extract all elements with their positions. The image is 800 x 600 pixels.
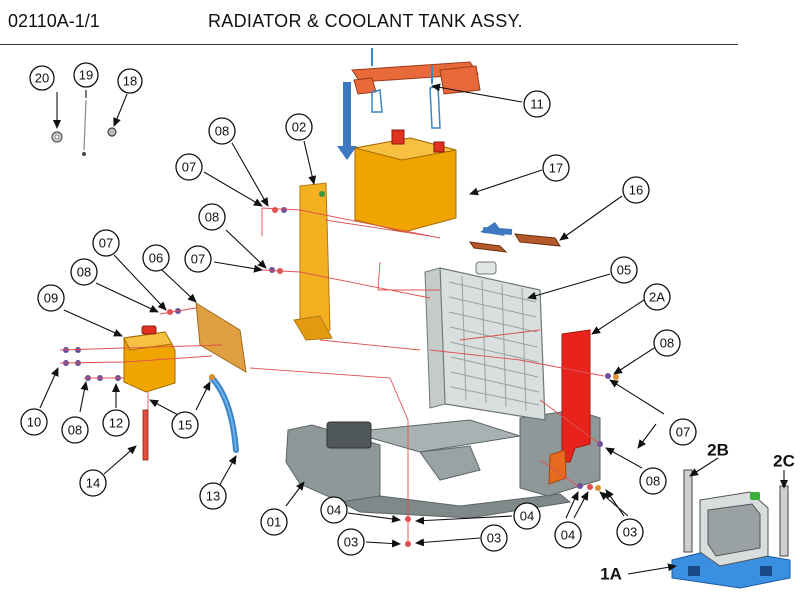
callout-08-a-label: 08 [215,124,229,139]
part-17-reservoir [354,129,457,233]
callout-08-f-label: 08 [646,474,660,489]
callout-06-label: 06 [149,251,163,266]
part-02-bracket [293,182,333,341]
part-19-pin [82,99,87,156]
callout-14-label: 14 [86,476,100,491]
label-1A: 1A [600,565,622,584]
callouts: 20 19 18 08 02 07 08 07 07 06 08 09 10 0… [20,62,697,556]
callout-11-label: 11 [530,97,544,112]
callout-17-label: 17 [549,161,563,176]
callout-03-a-label: 03 [344,535,358,550]
callout-01-label: 01 [267,515,281,530]
label-2C: 2C [773,452,795,471]
callout-07-c-label: 07 [99,236,113,251]
callout-04-c-label: 04 [561,528,575,543]
callout-02-label: 02 [292,120,306,135]
callout-08-a: 08 [208,117,236,145]
callout-13-label: 13 [206,489,220,504]
callout-04-b: 04 [513,502,541,530]
callout-06: 06 [142,244,170,272]
header: 02110A-1/1 RADIATOR & COOLANT TANK ASSY. [0,0,800,46]
callout-03-c: 03 [616,518,644,546]
callout-03-b-label: 03 [487,531,501,546]
callout-01: 01 [260,508,288,536]
part-2A-shroud-panel [548,329,591,485]
callout-18: 18 [117,68,143,94]
label-2B: 2B [707,441,729,460]
callout-20: 20 [29,65,55,91]
callout-02: 02 [285,113,313,141]
callout-03-b: 03 [480,524,508,552]
callout-2A: 2A [643,283,671,311]
part-16-strips [468,222,561,253]
callout-07-d: 07 [669,418,697,446]
part-06-panel [195,302,247,373]
callout-04-a: 04 [320,496,348,524]
callout-07-b: 07 [184,245,212,273]
callout-14: 14 [79,469,107,497]
header-rule [0,44,738,45]
callout-08-f: 08 [639,467,667,495]
sub-assembly-preview [671,469,791,589]
callout-08-c: 08 [70,258,98,286]
callout-13: 13 [199,482,227,510]
callout-16-label: 16 [629,183,643,198]
callout-08-d-label: 08 [68,423,82,438]
callout-07-d-label: 07 [676,425,690,440]
callout-18-label: 18 [123,74,137,89]
callout-08-b: 08 [198,203,226,231]
callout-03-a: 03 [337,528,365,556]
callout-2A-label: 2A [649,290,665,305]
callout-15-label: 15 [178,418,192,433]
part-05-radiator [424,261,546,421]
callout-07-b-label: 07 [191,252,205,267]
callout-12: 12 [102,409,130,437]
callout-04-a-label: 04 [327,503,341,518]
callout-10-label: 10 [27,415,41,430]
callout-19-label: 19 [79,68,93,83]
page-title: RADIATOR & COOLANT TANK ASSY. [208,11,523,31]
part-20-nut [51,131,63,143]
callout-12-label: 12 [109,416,123,431]
callout-08-b-label: 08 [205,210,219,225]
callout-08-e-label: 08 [660,336,674,351]
callout-04-b-label: 04 [520,509,534,524]
part-11-strap-frame [351,48,481,129]
callout-05: 05 [610,256,638,284]
assembly-leader-lines [59,207,605,544]
callout-19: 19 [73,62,99,88]
callout-08-d: 08 [61,416,89,444]
callout-17: 17 [542,154,570,182]
callout-20-label: 20 [35,71,49,86]
callout-15: 15 [171,411,199,439]
downward-arrow-icon [337,82,357,160]
part-18-washer [107,127,117,137]
assembly-labels: 2B 2C 1A [600,441,795,584]
callout-11: 11 [523,90,551,118]
callout-04-c: 04 [554,521,582,549]
callout-07-c: 07 [92,229,120,257]
part-14-pipe [142,409,149,461]
callout-10: 10 [20,408,48,436]
callout-16: 16 [622,176,650,204]
callout-08-e: 08 [653,329,681,357]
callout-leaders [39,83,788,575]
callout-08-c-label: 08 [77,265,91,280]
part-13-hose [209,375,239,453]
callout-07-a: 07 [175,153,203,181]
callout-09-label: 09 [44,291,58,306]
callout-05-label: 05 [617,263,631,278]
callout-09: 09 [37,284,65,312]
part-number: 02110A-1/1 [8,11,100,31]
callout-07-a-label: 07 [182,160,196,175]
callout-03-c-label: 03 [623,525,637,540]
